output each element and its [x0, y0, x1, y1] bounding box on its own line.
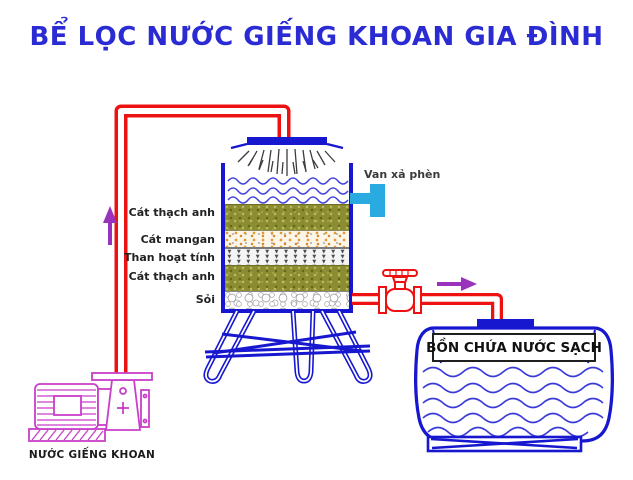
filter-tank [221, 163, 353, 313]
filter-layer-quartz-sand-top [225, 204, 349, 230]
gate-valve-icon [378, 269, 422, 314]
alum-drain-valve-arm [350, 193, 372, 204]
label-quartz-sand-bottom: Cát thạch anh [128, 270, 215, 283]
pump-label: NƯỚC GIẾNG KHOAN [28, 449, 156, 461]
well-pump [28, 372, 153, 442]
label-alum-drain-valve: Van xả phèn [364, 168, 441, 181]
label-manganese-sand: Cát mangan [140, 233, 215, 246]
page-title: BỂ LỌC NƯỚC GIẾNG KHOAN GIA ĐÌNH [29, 22, 604, 52]
pump-discharge-flange [91, 372, 153, 381]
shower-head-icon [230, 137, 344, 150]
alum-drain-valve-icon [370, 184, 385, 217]
clean-tank-base [426, 435, 583, 453]
spray-lines [237, 148, 336, 176]
filter-layer-quartz-sand-bottom [225, 265, 349, 292]
clean-tank-label: BỒN CHỨA NƯỚC SẠCH [426, 333, 602, 362]
label-quartz-sand-top: Cát thạch anh [128, 206, 215, 219]
flow-up-arrow-icon [103, 206, 117, 245]
supply-pipe [114, 104, 291, 377]
label-gravel: Sỏi [195, 293, 215, 306]
filter-layer-gravel [225, 291, 349, 310]
clean-tank-cap [477, 319, 534, 328]
filter-tank-stand [203, 309, 373, 384]
label-activated-carbon: Than hoạt tính [123, 251, 215, 264]
pump-nameplate [53, 395, 82, 416]
filter-layer-manganese-sand [225, 230, 349, 248]
clean-tank-water-waves [422, 366, 604, 438]
filter-water-waves [227, 177, 349, 204]
flow-right-arrow-icon [437, 277, 477, 291]
outlet-pipe [352, 293, 503, 327]
